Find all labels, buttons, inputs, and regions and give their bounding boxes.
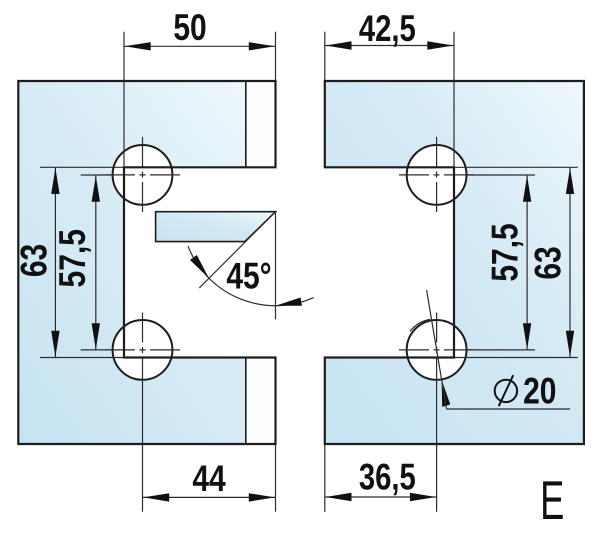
svg-text:36,5: 36,5 <box>359 457 416 498</box>
svg-text:57,5: 57,5 <box>52 229 94 287</box>
svg-text:57,5: 57,5 <box>484 223 526 281</box>
svg-text:63: 63 <box>527 246 569 279</box>
svg-text:63: 63 <box>13 244 55 277</box>
svg-text:45°: 45° <box>226 255 271 297</box>
svg-text:42,5: 42,5 <box>359 8 416 49</box>
svg-text:20: 20 <box>523 370 556 412</box>
svg-text:E: E <box>540 470 564 531</box>
svg-text:50: 50 <box>173 7 206 49</box>
svg-text:44: 44 <box>192 458 225 500</box>
